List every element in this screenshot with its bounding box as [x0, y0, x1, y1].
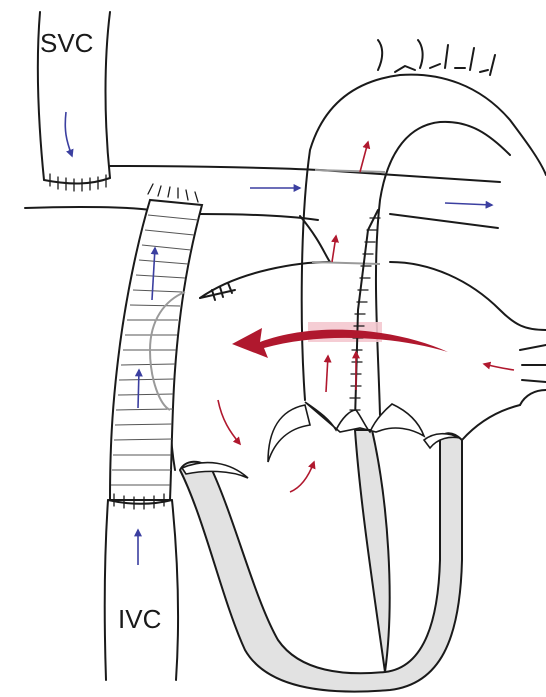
- blue-flow-arrow: [65, 112, 72, 156]
- large-red-shunt-arrow: [232, 328, 448, 358]
- valves: [182, 402, 460, 478]
- red-flow-arrow: [326, 356, 328, 392]
- pulmonary-artery: [25, 166, 500, 262]
- red-flow-arrow: [218, 400, 240, 444]
- conduit-graft: [110, 184, 235, 500]
- blue-flow-arrow: [445, 203, 492, 205]
- red-flow-arrow: [290, 462, 314, 492]
- suture-line: [350, 210, 380, 420]
- svc-label: SVC: [40, 28, 93, 58]
- ivc-vessel: [105, 494, 178, 680]
- aorta: [302, 40, 546, 415]
- red-flow-arrow: [332, 236, 336, 262]
- blue-flow-arrow: [138, 370, 139, 408]
- red-flow-arrow: [360, 142, 368, 172]
- red-flow-arrow: [484, 364, 514, 370]
- ivc-label: IVC: [118, 604, 161, 634]
